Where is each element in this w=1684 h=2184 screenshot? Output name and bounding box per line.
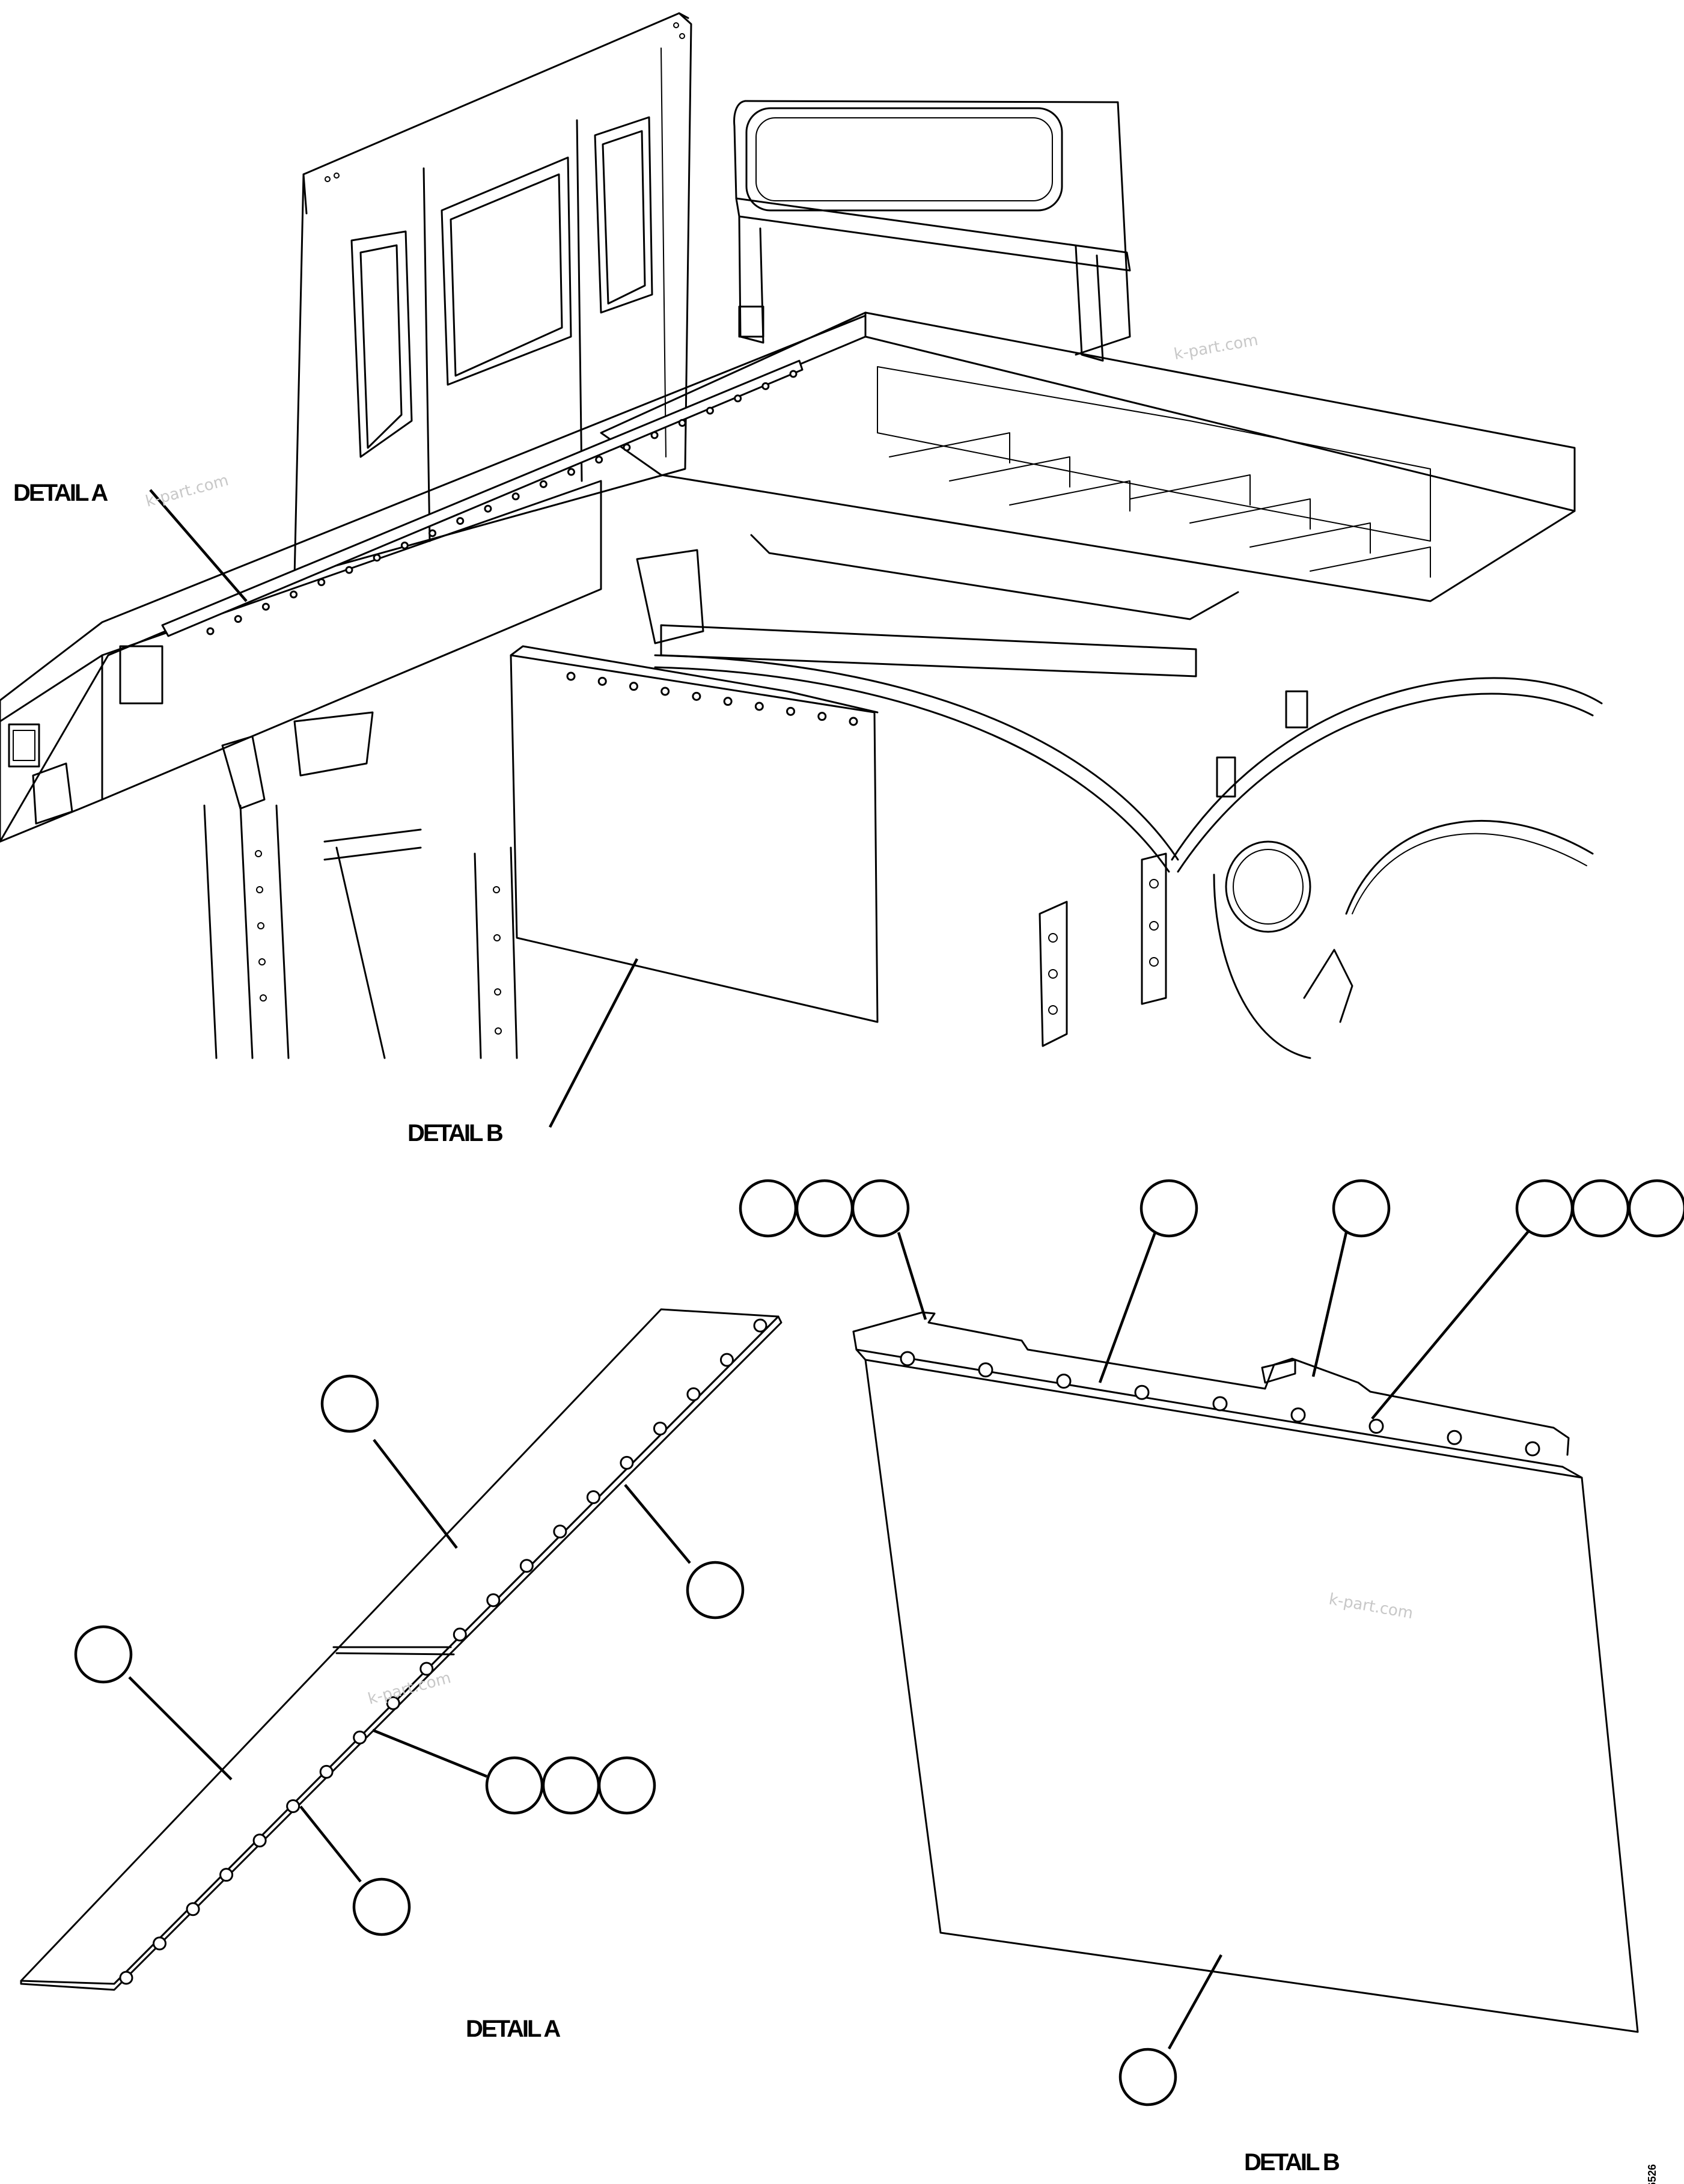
bolt: [753, 1318, 767, 1333]
bolt: [429, 529, 437, 537]
bolt: [553, 1525, 567, 1539]
bolt: [345, 566, 353, 574]
detail-b-leader-top: [549, 958, 638, 1128]
callout-bubble: [1118, 2048, 1177, 2106]
callout-bubble: [1628, 1179, 1684, 1238]
watermark: k-part.com: [144, 471, 231, 511]
bolt: [849, 717, 858, 726]
bolt: [386, 1696, 400, 1710]
callout-bubble: [1571, 1179, 1630, 1238]
bolt: [373, 554, 381, 562]
callout-bubble: [1515, 1179, 1574, 1238]
watermark: k-part.com: [1173, 331, 1260, 364]
callout-bubble: [352, 1877, 411, 1936]
callout-bubble: [74, 1625, 133, 1684]
bolt: [566, 671, 576, 681]
bolt: [319, 1764, 334, 1779]
bolt: [597, 676, 607, 686]
bolt: [1368, 1419, 1384, 1434]
bolt: [692, 691, 701, 701]
callout-bubble: [686, 1561, 745, 1620]
bolt: [219, 1868, 234, 1882]
bolt: [719, 1353, 734, 1367]
bolt: [290, 590, 298, 599]
bolt: [252, 1834, 267, 1848]
bolt: [539, 480, 548, 488]
deck-platform: [600, 311, 1576, 678]
bolt: [789, 370, 798, 378]
bolt: [817, 712, 827, 721]
bolt: [419, 1662, 434, 1676]
bolt: [234, 615, 242, 623]
bolt: [678, 419, 686, 427]
detail-a-label-top: DETAIL A: [13, 480, 108, 506]
bolt: [723, 697, 733, 706]
bolt: [153, 1936, 167, 1951]
bolt: [978, 1362, 993, 1378]
detail-a-label: DETAIL A: [466, 2016, 560, 2042]
bolt: [1056, 1374, 1072, 1389]
fender: [654, 654, 1603, 1059]
bolt: [567, 468, 575, 476]
callout-bubble: [542, 1756, 600, 1815]
callout-bubble: [1332, 1179, 1391, 1238]
bolt: [286, 1799, 300, 1813]
bolt: [453, 1627, 467, 1642]
bolt: [686, 1387, 701, 1401]
detail-a-view: DETAIL A k-part.com: [20, 1308, 783, 2042]
bolt: [1290, 1407, 1306, 1423]
bolt: [734, 394, 742, 403]
detail-b-panel-top: [510, 645, 879, 1023]
bolt: [486, 1593, 501, 1607]
bolt: [586, 1490, 600, 1505]
bolt: [706, 406, 714, 415]
machine-assembly-view: DETAIL A DETAIL B k-part.com k-part.com: [0, 12, 1603, 1146]
bolt: [400, 541, 409, 549]
callout-bubble: [485, 1756, 544, 1815]
rear-guard-frame: [733, 100, 1131, 362]
bolt: [629, 682, 638, 691]
callout-bubble: [851, 1179, 910, 1238]
bolt: [653, 1421, 667, 1436]
bolt: [660, 687, 670, 696]
drawing-code: 6526: [1646, 2164, 1658, 2184]
bolt: [206, 627, 215, 635]
detail-a-strip-top: [161, 359, 804, 637]
bolt: [900, 1351, 915, 1366]
bolt: [650, 431, 659, 439]
operator-cab: [293, 12, 692, 578]
detail-b-label: DETAIL B: [1244, 2149, 1340, 2176]
bolt: [353, 1730, 367, 1745]
callout-bubble: [1139, 1179, 1198, 1238]
bolt: [754, 702, 764, 711]
callout-bubble: [739, 1179, 798, 1238]
main-frame: [0, 314, 867, 1059]
bolt: [1447, 1430, 1462, 1445]
bolt: [595, 456, 603, 464]
bolt: [1134, 1384, 1150, 1400]
bolt: [620, 1455, 634, 1470]
detail-b-view: DETAIL B k-part.com 6526: [739, 1179, 1684, 2184]
bolt: [786, 706, 796, 716]
bolt: [186, 1902, 200, 1916]
bolt: [119, 1971, 133, 1985]
callout-bubble: [597, 1756, 656, 1815]
callout-bubble: [795, 1179, 854, 1238]
bolt: [456, 517, 465, 525]
bolt: [623, 443, 631, 451]
detail-a-leader-top: [149, 489, 248, 602]
bolt: [1212, 1396, 1228, 1412]
bolt: [519, 1559, 534, 1573]
bolt: [317, 578, 326, 586]
callout-bubble: [320, 1374, 379, 1433]
bolt: [1525, 1441, 1540, 1457]
bolt: [511, 492, 520, 501]
bolt: [761, 382, 770, 390]
detail-b-label-top: DETAIL B: [407, 1120, 503, 1146]
bolt: [484, 504, 492, 513]
bolt: [261, 602, 270, 611]
